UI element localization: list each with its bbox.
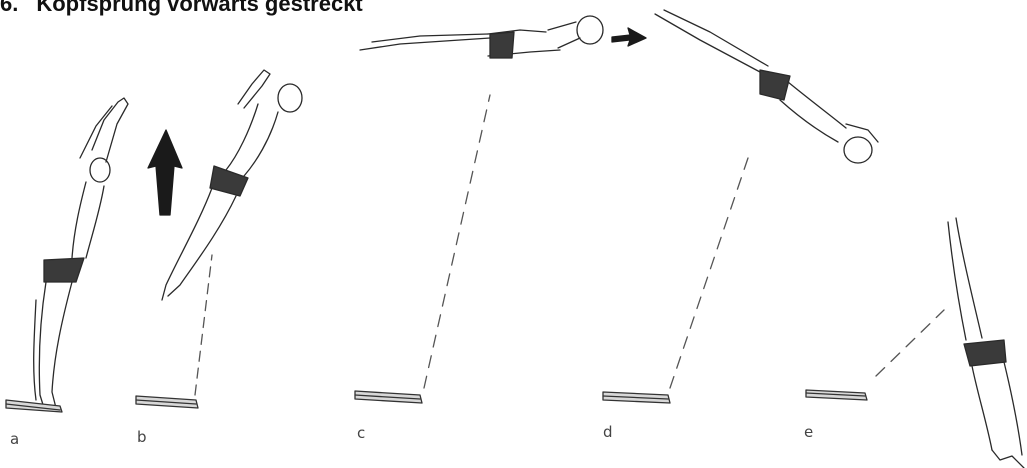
diving-board-d (603, 392, 670, 403)
up-arrow-icon (148, 130, 182, 215)
right-arrow-icon (612, 28, 646, 46)
diver-phase-e (948, 218, 1024, 468)
diving-board-b (136, 396, 198, 408)
diving-board-a (6, 400, 62, 412)
diving-board-c (355, 391, 422, 403)
diver-phase-b (162, 70, 302, 300)
phase-label-d: d (603, 423, 613, 441)
phase-label-c: c (357, 424, 365, 442)
diver-phase-d (655, 10, 878, 163)
phase-label-b: b (137, 428, 147, 446)
diver-phase-c (360, 16, 603, 58)
diving-board-e (806, 390, 867, 400)
phase-label-e: e (804, 423, 813, 441)
phase-label-a: a (10, 430, 19, 448)
diver-phase-a (34, 98, 128, 408)
